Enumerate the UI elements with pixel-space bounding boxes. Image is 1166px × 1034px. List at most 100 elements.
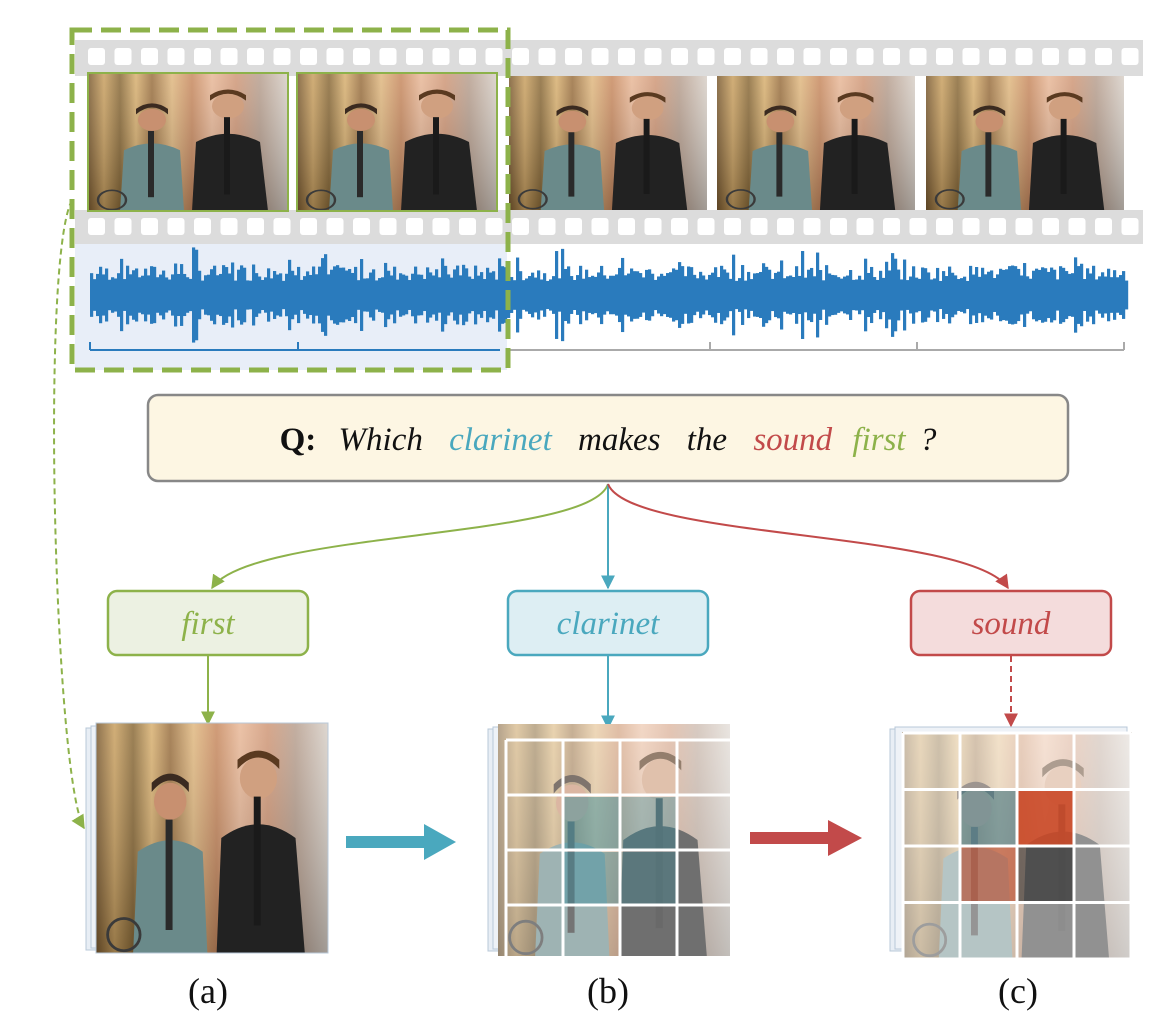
waveform-bar: [738, 278, 742, 312]
waveform-bar: [600, 265, 604, 325]
waveform-bar: [201, 280, 205, 310]
waveform-bar: [756, 273, 760, 317]
film-frame-5: [926, 76, 1124, 210]
waveform-bar: [261, 279, 265, 311]
waveform-bar: [975, 267, 979, 323]
panel-b-cell-highlight: [563, 797, 619, 851]
waveform-bar: [1056, 279, 1060, 311]
waveform-bar: [525, 278, 529, 312]
waveform-bar: [1020, 275, 1024, 315]
sprocket-hole: [353, 48, 370, 65]
waveform-bar: [1107, 268, 1111, 322]
waveform-bar: [1077, 266, 1081, 324]
waveform-bar: [933, 278, 937, 312]
waveform-bar: [204, 275, 208, 315]
waveform-bar: [831, 274, 835, 316]
waveform-bar: [345, 270, 349, 320]
waveform-bar: [591, 275, 595, 315]
waveform-bar: [279, 273, 283, 317]
waveform-bar: [1065, 271, 1069, 319]
waveform-bar: [864, 258, 868, 332]
waveform-bar: [348, 268, 352, 322]
waveform-bar: [483, 279, 487, 311]
waveform-bar: [741, 265, 745, 325]
sprocket-hole: [485, 218, 503, 235]
waveform-bar: [708, 274, 712, 316]
waveform-bar: [297, 266, 301, 324]
question-word-first: first: [852, 422, 906, 458]
sprocket-hole: [750, 48, 768, 65]
waveform-bar: [981, 267, 985, 323]
sprocket-hole: [803, 48, 821, 65]
sprocket-hole: [644, 48, 662, 65]
panel-b-grid: [504, 738, 736, 962]
sprocket-hole: [671, 218, 688, 235]
waveform-bar: [1059, 266, 1063, 324]
waveform-bar: [720, 265, 724, 325]
waveform-bar: [858, 275, 862, 315]
waveform-bar: [144, 268, 148, 322]
waveform-bar: [177, 273, 181, 317]
sprocket-hole: [459, 218, 476, 235]
waveform-bar: [615, 274, 619, 316]
waveform-bar: [111, 277, 115, 313]
waveform-bar: [501, 266, 505, 324]
waveform-bar: [909, 276, 913, 314]
waveform-bar: [135, 268, 139, 322]
waveform-bar: [309, 274, 313, 316]
waveform-bar: [156, 277, 160, 313]
sprocket-hole: [883, 218, 900, 235]
waveform-bar: [1035, 268, 1039, 322]
waveform-bar: [468, 276, 472, 314]
panel-b-cell-highlight: [620, 797, 676, 851]
waveform-bar: [426, 267, 430, 323]
waveform-bar: [549, 279, 553, 311]
waveform-bar: [480, 272, 484, 318]
waveform-bar: [927, 272, 931, 318]
waveform-bar: [357, 280, 361, 310]
waveform-bar: [129, 274, 133, 316]
audio-waveform: [90, 247, 1129, 343]
waveform-bar: [528, 276, 532, 314]
keyword-clarinet-label: clarinet: [557, 606, 660, 642]
waveform-bar: [375, 280, 379, 310]
arrow-panel-a-to-b: [346, 824, 456, 860]
waveform-bar: [750, 279, 754, 311]
waveform-bar: [492, 271, 496, 319]
waveform-bar: [597, 272, 601, 318]
panel-a-stack: [85, 722, 329, 954]
waveform-bar: [900, 279, 904, 311]
waveform-bar: [876, 279, 880, 311]
waveform-bar: [624, 275, 628, 315]
waveform-bar: [627, 273, 631, 317]
waveform-bar: [423, 278, 427, 312]
sprocket-hole: [247, 48, 264, 65]
waveform-bar: [711, 272, 715, 318]
waveform-bar: [1080, 263, 1084, 327]
waveform-bar: [843, 276, 847, 314]
waveform-bar: [774, 272, 778, 318]
sprocket-hole: [565, 218, 582, 235]
question-mark: ?: [920, 422, 937, 458]
film-sprocket-holes: [88, 48, 1139, 235]
sprocket-hole: [379, 218, 397, 235]
waveform-bar: [594, 276, 598, 314]
waveform-bar: [678, 262, 682, 328]
sprocket-hole: [1121, 48, 1139, 65]
sprocket-hole: [591, 48, 609, 65]
sprocket-hole: [88, 218, 105, 235]
waveform-bar: [90, 273, 94, 317]
sprocket-hole: [432, 218, 450, 235]
waveform-bar: [264, 277, 268, 313]
keyword-first-label: first: [181, 606, 235, 642]
waveform-bar: [369, 272, 373, 318]
waveform-bar: [411, 273, 415, 317]
waveform-bar: [189, 278, 193, 312]
waveform-bar: [687, 266, 691, 324]
waveform-bar: [903, 259, 907, 331]
sprocket-hole: [326, 218, 344, 235]
waveform-bar: [153, 266, 157, 324]
waveform-bar: [993, 278, 997, 312]
waveform-bar: [456, 265, 460, 325]
sprocket-hole: [1121, 218, 1139, 235]
